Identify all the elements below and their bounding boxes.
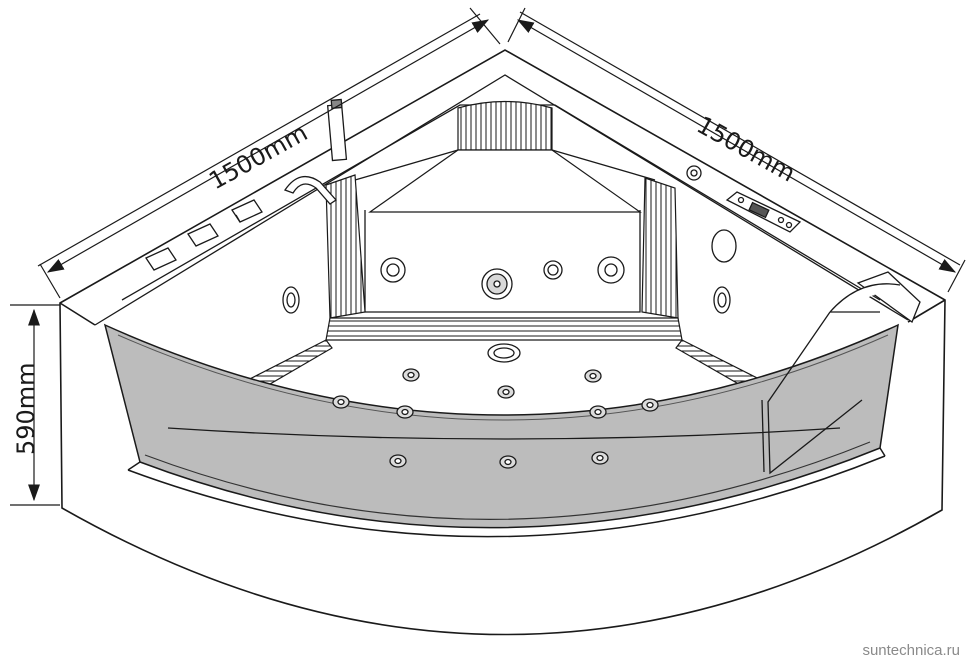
- pillow-holder: [829, 271, 921, 324]
- air-button: [686, 165, 702, 181]
- pillar-right: [641, 177, 679, 319]
- dimension-lines: [10, 7, 966, 506]
- jet-side-right: [713, 286, 731, 314]
- floor-jet: [589, 405, 607, 419]
- folding-seat-frame: [761, 311, 880, 475]
- tub-floor-edge: [167, 427, 841, 440]
- floor-jet: [497, 385, 515, 399]
- jet-upper-right-large: [711, 229, 737, 263]
- floor-jet: [584, 369, 602, 383]
- floor-jet: [402, 368, 420, 382]
- floor-jet: [641, 398, 659, 412]
- floor-jet: [389, 454, 407, 468]
- glass-front-panel: [103, 323, 899, 538]
- jet-right-wall-a: [597, 256, 625, 284]
- drain-overflow: [487, 343, 521, 363]
- floor-jet: [332, 395, 350, 409]
- floor-jets: [332, 368, 659, 469]
- floor-jet: [396, 405, 414, 419]
- dimension-height-label: 590mm: [12, 362, 40, 455]
- floor-jet: [499, 455, 517, 469]
- jet-left-wall-a: [380, 257, 406, 283]
- watermark: suntechnica.ru: [862, 642, 960, 659]
- floor-jet: [591, 451, 609, 465]
- jet-side-left: [282, 286, 300, 314]
- jet-back-small: [543, 260, 563, 280]
- speaker-grill: [481, 268, 513, 300]
